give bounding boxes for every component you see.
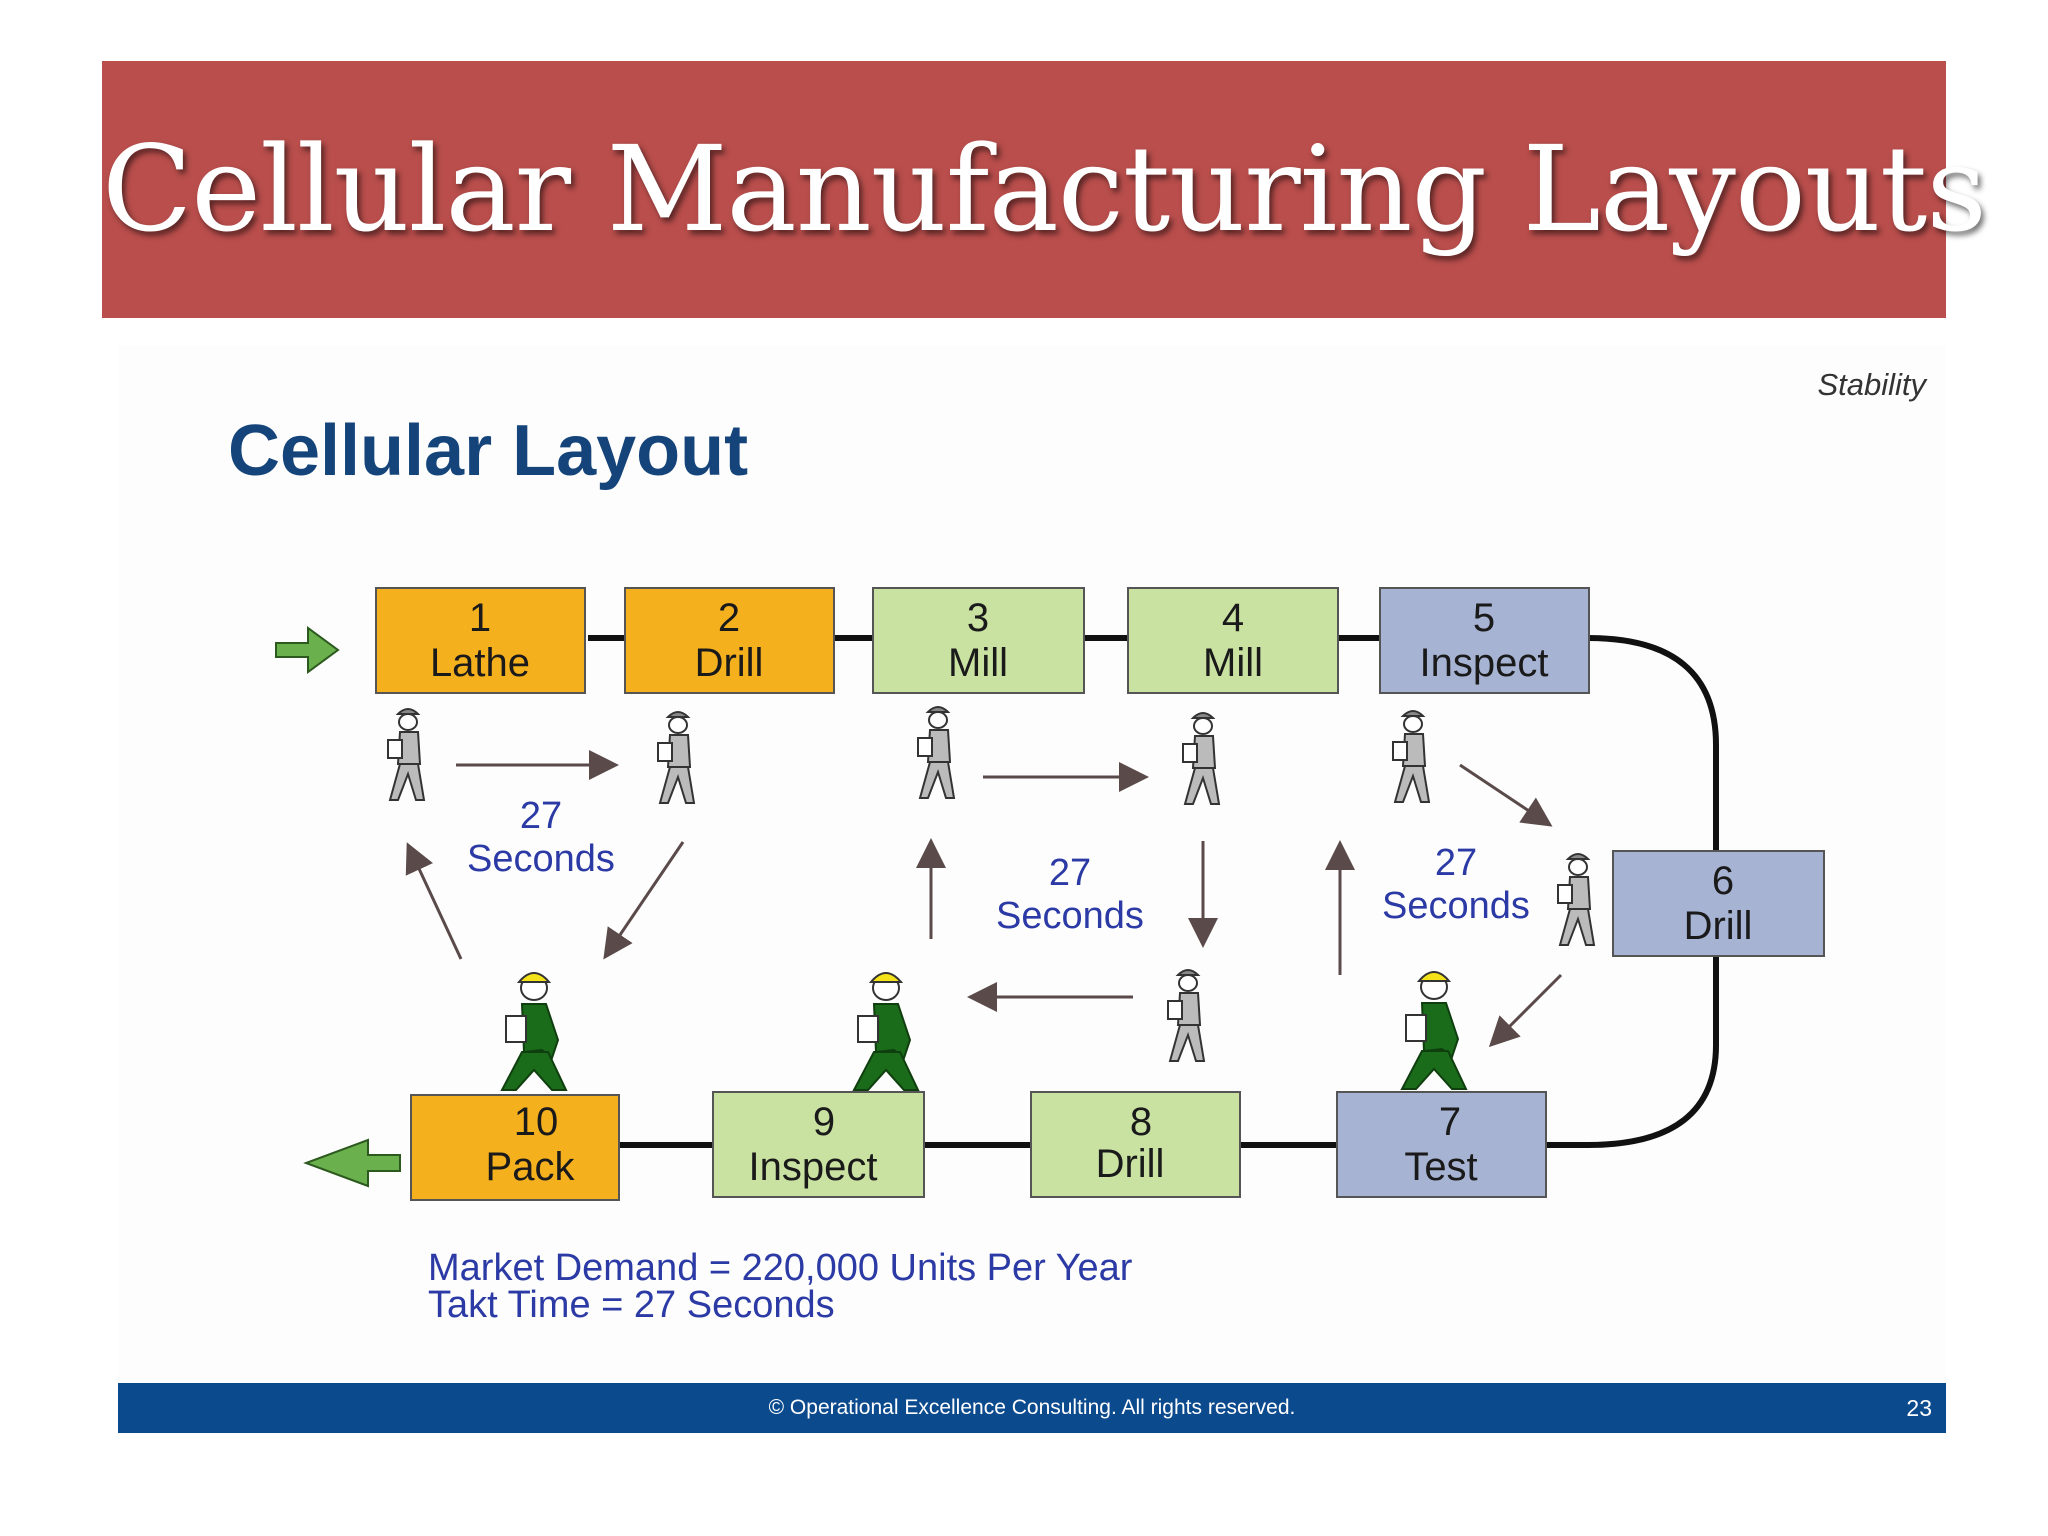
worker-icon <box>1557 853 1595 946</box>
market-demand: Market Demand = 220,000 Units Per Year <box>428 1247 1133 1289</box>
slide-image: Stability Cellular Layout <box>118 345 1946 1435</box>
svg-text:9: 9 <box>813 1100 835 1144</box>
svg-text:8: 8 <box>1130 1100 1152 1144</box>
operator-icon <box>853 972 919 1091</box>
station-2: 2 Drill <box>624 587 835 694</box>
station-9: 9 Inspect <box>712 1091 925 1198</box>
svg-text:2: 2 <box>718 596 740 640</box>
svg-text:Drill: Drill <box>695 641 764 685</box>
operator-icon <box>1401 971 1467 1090</box>
slide-footer: © Operational Excellence Consulting. All… <box>118 1383 1946 1433</box>
conveyor-line <box>588 635 1719 1148</box>
station-6: 6 Drill <box>1612 850 1825 957</box>
station-7: 7 Test <box>1336 1091 1547 1198</box>
cycle-time-unit: Seconds <box>996 895 1144 937</box>
svg-text:Lathe: Lathe <box>430 641 530 685</box>
cycle-time-value: 27 <box>520 795 562 837</box>
cycle-time-value: 27 <box>1435 842 1477 884</box>
svg-text:3: 3 <box>967 596 989 640</box>
station-1: 1 Lathe <box>375 587 586 694</box>
svg-text:Inspect: Inspect <box>749 1145 878 1189</box>
svg-text:Mill: Mill <box>948 641 1008 685</box>
svg-text:7: 7 <box>1439 1100 1461 1144</box>
worker-icon <box>387 708 425 801</box>
svg-text:Drill: Drill <box>1684 904 1753 948</box>
station-8: 8 Drill <box>1030 1091 1241 1198</box>
svg-text:6: 6 <box>1712 859 1734 903</box>
worker-icon <box>1182 712 1220 805</box>
output-arrow <box>303 1138 401 1188</box>
takt-time: Takt Time = 27 Seconds <box>428 1284 835 1326</box>
operator-icon <box>501 972 567 1091</box>
input-arrow <box>275 626 340 674</box>
slide-heading: Cellular Layout <box>228 411 749 491</box>
title-banner: Cellular Manufacturing Layouts <box>102 61 1987 318</box>
svg-text:Mill: Mill <box>1203 641 1263 685</box>
station-4: 4 Mill <box>1127 587 1339 694</box>
copyright-text: © Operational Excellence Consulting. All… <box>768 1396 1296 1419</box>
svg-text:Inspect: Inspect <box>1420 641 1549 685</box>
worker-icon <box>657 711 695 804</box>
station-3: 3 Mill <box>872 587 1085 694</box>
cycle-time-value: 27 <box>1049 852 1091 894</box>
station-5: 5 Inspect <box>1379 587 1590 694</box>
worker-icon <box>917 706 955 799</box>
worker-icon <box>1392 710 1430 803</box>
stability-label: Stability <box>1817 367 1926 402</box>
page-number: 23 <box>1906 1395 1932 1421</box>
cycle-time-unit: Seconds <box>467 838 615 880</box>
worker-icon <box>1167 969 1205 1062</box>
page-title: Cellular Manufacturing Layouts <box>102 120 1987 258</box>
svg-text:Drill: Drill <box>1096 1142 1165 1186</box>
demand-note: Market Demand = 220,000 Units Per Year T… <box>428 1247 1133 1326</box>
svg-text:4: 4 <box>1222 596 1244 640</box>
svg-text:Test: Test <box>1404 1145 1477 1189</box>
svg-text:1: 1 <box>469 596 491 640</box>
svg-text:5: 5 <box>1473 596 1495 640</box>
station-10: 10 Pack <box>410 1094 620 1201</box>
cell-layout-diagram: 1 Lathe 2 Drill 3 Mill 4 Mill 5 Inspect … <box>275 587 1825 1201</box>
svg-text:10: 10 <box>514 1100 559 1144</box>
cycle-time-unit: Seconds <box>1382 885 1530 927</box>
svg-text:Pack: Pack <box>486 1145 576 1189</box>
